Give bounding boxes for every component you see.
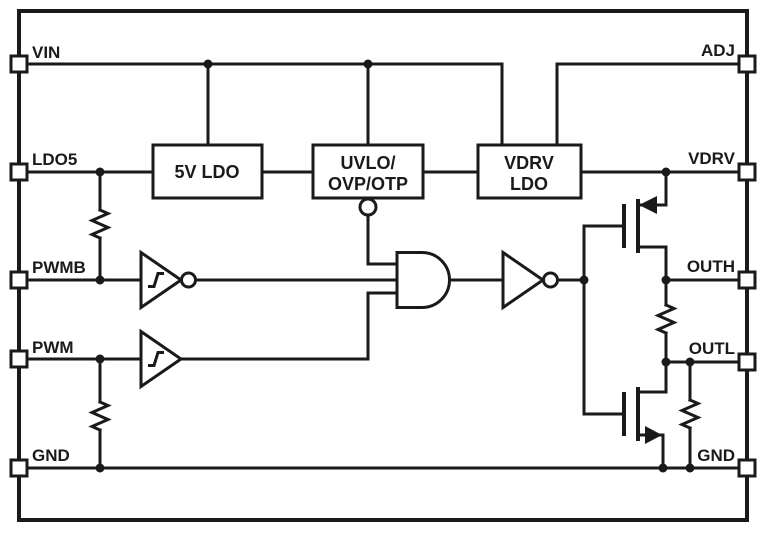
junction-dot [363,59,373,69]
wire-adj-to-vdrvldo [555,62,741,147]
ldo-5v-box [151,143,264,200]
pwm-pin-label: PWM [32,338,74,357]
chip-boundary [17,9,749,522]
ldo5-pin-terminal [9,162,29,182]
pin-vin: VIN [9,43,60,74]
driver-inverter-bubble [542,271,559,289]
junction-dot [658,463,668,473]
vdrv-ldo-box [476,143,583,200]
hysteresis-icon [148,272,164,288]
pin-outl: OUTL [689,339,757,372]
pin-pwm: PWM [9,338,74,369]
junction-dot [685,463,695,473]
ldo-5v-block: 5V LDO [151,143,264,200]
vdrv-pin-terminal [737,162,757,182]
outh-outl-resistor [654,303,678,335]
wire-vin-rail [25,62,504,147]
ldo-5v-label: 5V LDO [174,162,239,182]
pwm-buffer-triangle [139,328,184,390]
pwm-pulldown-resistor [88,400,112,432]
uvlo-label-line1: UVLO/ [340,153,395,173]
high-side-mosfet [622,196,657,253]
junction-dot [579,275,589,285]
hs-source-arrow-icon [639,196,657,214]
outl-pin-label: OUTL [689,339,735,358]
ls-source-arrow-icon [645,426,662,444]
wire-hs-drain [636,245,668,282]
pwmb-pin-label: PWMB [32,258,86,277]
wire-ls-drain [636,360,668,394]
gnd-right-pin-label: GND [697,446,735,465]
adj-pin-label: ADJ [701,41,735,60]
pin-gnd-right: GND [697,446,757,478]
junction-dot [661,275,671,285]
junction-dots [95,59,695,473]
wires [25,62,741,470]
outl-gnd-resistor [678,398,702,430]
wire-buffer-to-and [179,291,399,361]
low-side-mosfet [622,387,662,444]
vin-pin-terminal [9,54,29,74]
junction-dot [203,59,213,69]
vdrv-ldo-label-line1: VDRV [504,153,554,173]
junction-dot [661,167,671,177]
pwm-pin-terminal [9,349,29,369]
pwmb-inverter-bubble [180,271,197,289]
hysteresis-icon [148,351,164,367]
pin-outh: OUTH [687,257,757,290]
ldo5-pin-label: LDO5 [32,150,77,169]
and-gate [395,251,451,309]
pin-vdrv: VDRV [688,149,757,182]
uvlo-label-line2: OVP/OTP [328,174,408,194]
outh-pin-label: OUTH [687,257,735,276]
outh-pin-terminal [737,270,757,290]
junction-dot [661,357,671,367]
uvlo-box [311,143,425,200]
wire-uvlo-to-and [366,213,399,266]
pwmb-pullup-resistor [88,208,112,240]
uvlo-ovp-otp-block: UVLO/ OVP/OTP [311,143,425,217]
pwmb-schmitt-inverter [139,249,197,311]
junction-dot [95,354,105,364]
junction-dot [95,463,105,473]
adj-pin-terminal [737,54,757,74]
pin-pwmb: PWMB [9,258,86,290]
vin-pin-label: VIN [32,43,60,62]
vdrv-pin-label: VDRV [688,149,736,168]
junction-dot [95,167,105,177]
vdrv-ldo-block: VDRV LDO [476,143,583,200]
vdrv-ldo-label-line2: LDO [510,174,548,194]
pin-ldo5: LDO5 [9,150,77,182]
gnd-left-pin-label: GND [32,446,70,465]
output-driver-inverter [501,249,559,311]
junction-dot [685,357,695,367]
uvlo-inverting-bubble [358,197,378,217]
driver-inverter-triangle [501,249,546,311]
outl-pin-terminal [737,352,757,372]
pin-gnd-left: GND [9,446,70,478]
junction-dot [95,275,105,285]
pwmb-inverter-triangle [139,249,184,311]
pin-adj: ADJ [701,41,757,74]
pwmb-pin-terminal [9,270,29,290]
gnd-right-pin-terminal [737,458,757,478]
pwm-schmitt-buffer [139,328,184,390]
gnd-left-pin-terminal [9,458,29,478]
